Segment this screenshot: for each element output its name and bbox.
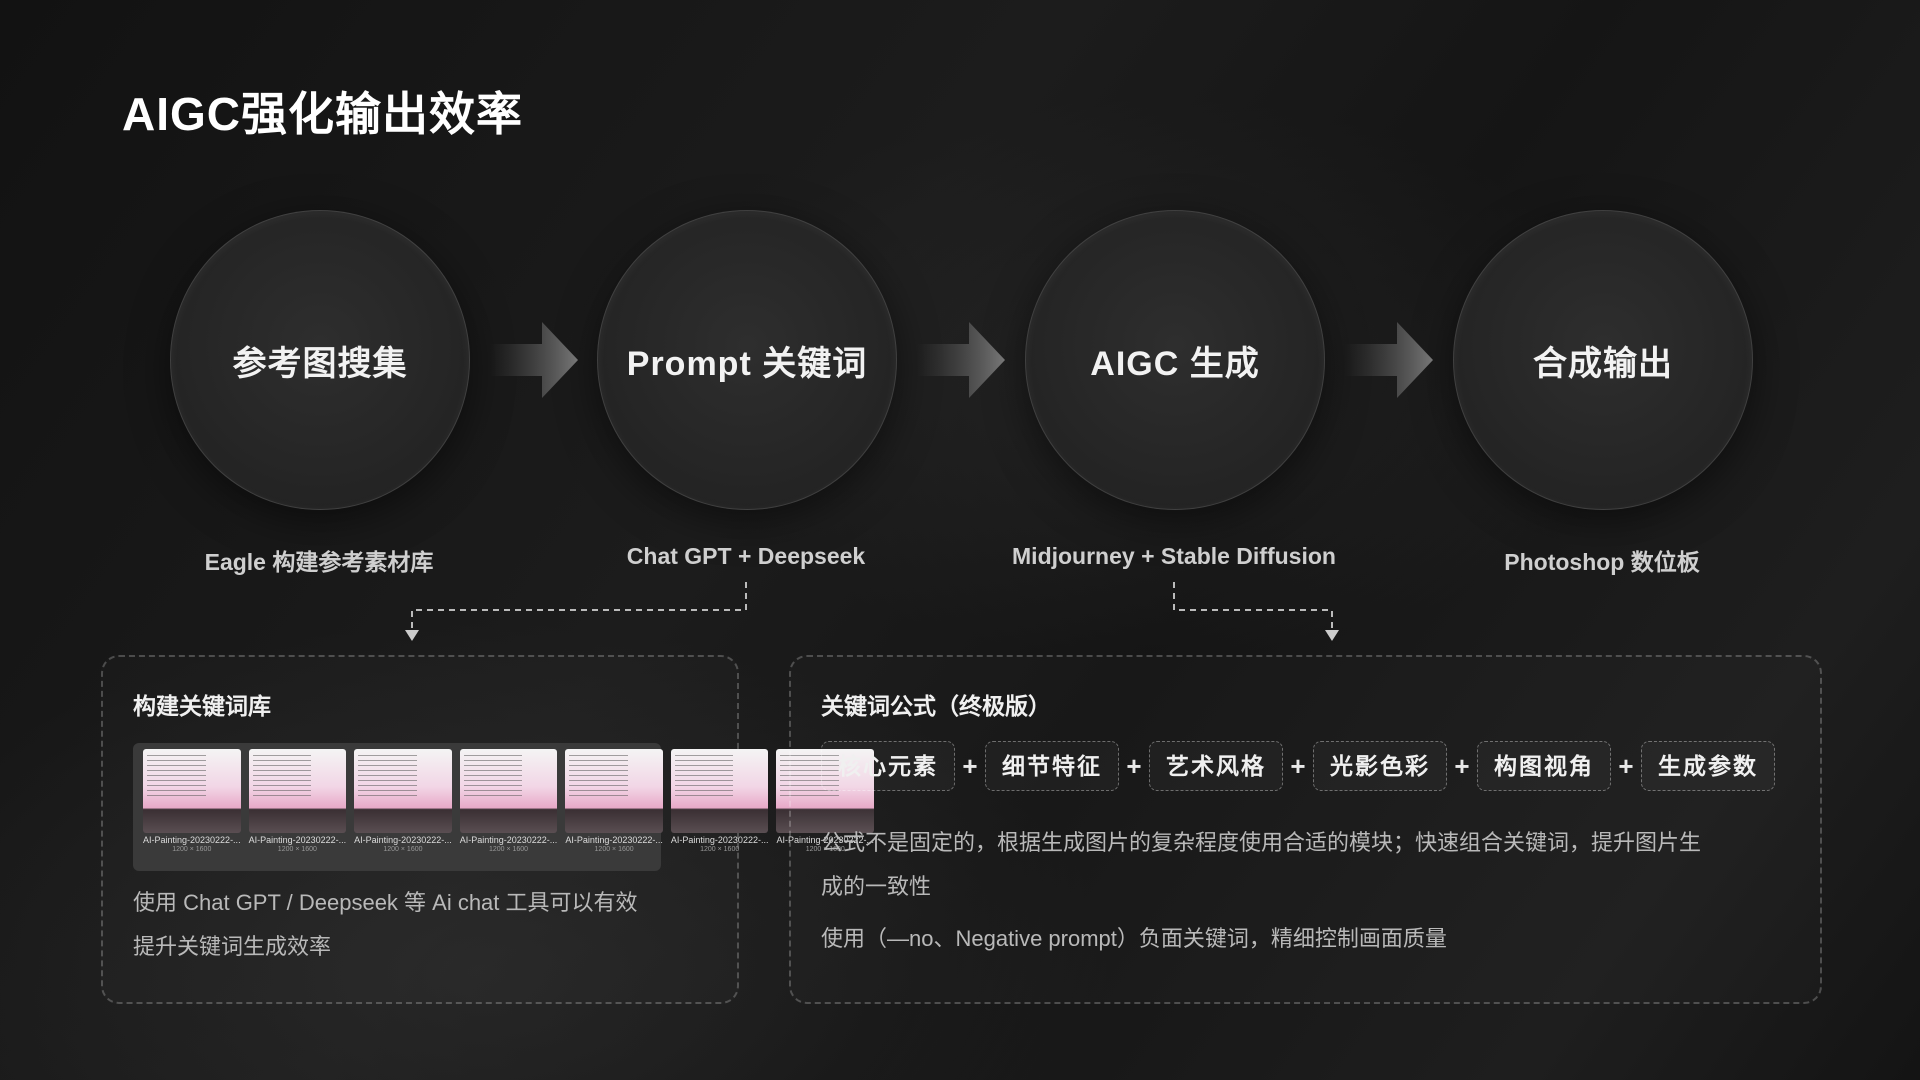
- desc-line: 成的一致性: [821, 874, 932, 899]
- thumbnail-name: AI-Painting-20230222-...: [776, 835, 875, 845]
- thumbnail-image: [248, 749, 347, 833]
- step-circle-output: 合成输出: [1453, 210, 1753, 510]
- arrow-right-icon: [490, 322, 578, 398]
- thumbnail[interactable]: AI-Painting-20230222-... 1200 × 1600: [776, 749, 875, 865]
- step-circle-prompt: Prompt 关键词: [597, 210, 897, 510]
- arrow-down-icon: [1325, 630, 1339, 641]
- thumbnail[interactable]: AI-Painting-20230222-... 1200 × 1600: [670, 749, 769, 865]
- desc-line: 提升关键词生成效率: [133, 934, 332, 959]
- negative-prompt-description: 使用（—no、Negative prompt）负面关键词，精细控制画面质量: [821, 926, 1447, 951]
- thumbnail-name: AI-Painting-20230222-...: [459, 835, 558, 845]
- page-title: AIGC强化输出效率: [122, 88, 523, 140]
- thumbnail[interactable]: AI-Painting-20230222-... 1200 × 1600: [354, 749, 452, 865]
- box-title: 构建关键词库: [133, 693, 271, 719]
- tool-label: Photoshop 数位板: [1504, 549, 1700, 575]
- formula-chip: 生成参数: [1641, 741, 1775, 791]
- thumbnail-size: 1200 × 1600: [277, 846, 317, 853]
- plus-sign: +: [1126, 750, 1142, 781]
- arrow-down-icon: [405, 630, 419, 641]
- formula-chip: 核心元素: [821, 741, 955, 791]
- plus-sign: +: [962, 750, 978, 781]
- arrow-right-icon: [917, 322, 1005, 398]
- thumbnail[interactable]: AI-Painting-20230222-... 1200 × 1600: [248, 749, 347, 865]
- thumbnail-size: 1200 × 1600: [172, 846, 212, 853]
- arrow-right-icon: [1345, 322, 1433, 398]
- thumbnail-image: [565, 749, 663, 833]
- step-circle-aigc: AIGC 生成: [1025, 210, 1325, 510]
- box-title: 关键词公式（终极版）: [821, 693, 1051, 719]
- formula-chip: 构图视角: [1477, 741, 1611, 791]
- thumbnail-size: 1200 × 1600: [594, 846, 634, 853]
- step-label: AIGC 生成: [1090, 344, 1260, 383]
- formula-chip: 艺术风格: [1149, 741, 1283, 791]
- step-label: Prompt 关键词: [626, 344, 868, 383]
- thumbnail-image: [776, 749, 875, 833]
- tool-label: Midjourney + Stable Diffusion: [1012, 543, 1336, 569]
- thumbnail-image: [143, 749, 241, 833]
- plus-sign: +: [1290, 750, 1306, 781]
- tool-label: Chat GPT + Deepseek: [626, 543, 866, 569]
- thumbnail-size: 1200 × 1600: [700, 846, 740, 853]
- thumbnail-name: AI-Painting-20230222-...: [354, 835, 452, 845]
- thumbnail-size: 1200 × 1600: [488, 846, 529, 853]
- thumbnail-name: AI-Painting-20230222-...: [248, 835, 347, 845]
- plus-sign: +: [1454, 750, 1470, 781]
- step-circle-reference: 参考图搜集: [170, 210, 470, 510]
- step-label: 合成输出: [1533, 344, 1673, 383]
- thumbnail-name: AI-Painting-20230222-...: [565, 835, 663, 845]
- thumbnail-strip: AI-Painting-20230222-... 1200 × 1600 AI-…: [133, 743, 875, 871]
- step-label: 参考图搜集: [232, 344, 408, 383]
- thumbnail-size: 1200 × 1600: [383, 846, 423, 853]
- thumbnail-image: [354, 749, 452, 833]
- thumbnail[interactable]: AI-Painting-20230222-... 1200 × 1600: [565, 749, 663, 865]
- box-description: 使用 Chat GPT / Deepseek 等 Ai chat 工具可以有效 …: [133, 881, 638, 969]
- desc-line: 公式不是固定的，根据生成图片的复杂程度使用合适的模块；快速组合关键词，提升图片生: [821, 830, 1702, 855]
- desc-line: 使用 Chat GPT / Deepseek 等 Ai chat 工具可以有效: [133, 890, 638, 915]
- formula-chip: 光影色彩: [1313, 741, 1447, 791]
- formula-chip: 细节特征: [985, 741, 1119, 791]
- tool-label: Eagle 构建参考素材库: [204, 549, 434, 575]
- formula-chips: 核心元素 + 细节特征 + 艺术风格 + 光影色彩 + 构图视角 + 生成参数: [821, 741, 1775, 791]
- thumbnail-size: 1200 × 1600: [805, 846, 845, 853]
- thumbnail-name: AI-Painting-20230222-...: [670, 835, 769, 845]
- formula-description: 公式不是固定的，根据生成图片的复杂程度使用合适的模块；快速组合关键词，提升图片生…: [821, 821, 1701, 909]
- keyword-formula-box: 关键词公式（终极版） 核心元素 + 细节特征 + 艺术风格 + 光影色彩 + 构…: [789, 655, 1822, 1004]
- thumbnail-name: AI-Painting-20230222-...: [143, 835, 241, 845]
- thumbnail-image: [670, 749, 769, 833]
- thumbnail-image: [459, 749, 558, 833]
- plus-sign: +: [1618, 750, 1634, 781]
- thumbnail[interactable]: AI-Painting-20230222-... 1200 × 1600: [459, 749, 558, 865]
- thumbnail[interactable]: AI-Painting-20230222-... 1200 × 1600: [143, 749, 241, 865]
- keyword-library-box: 构建关键词库 AI-Painting-20230222-... 1200 × 1…: [101, 655, 875, 1004]
